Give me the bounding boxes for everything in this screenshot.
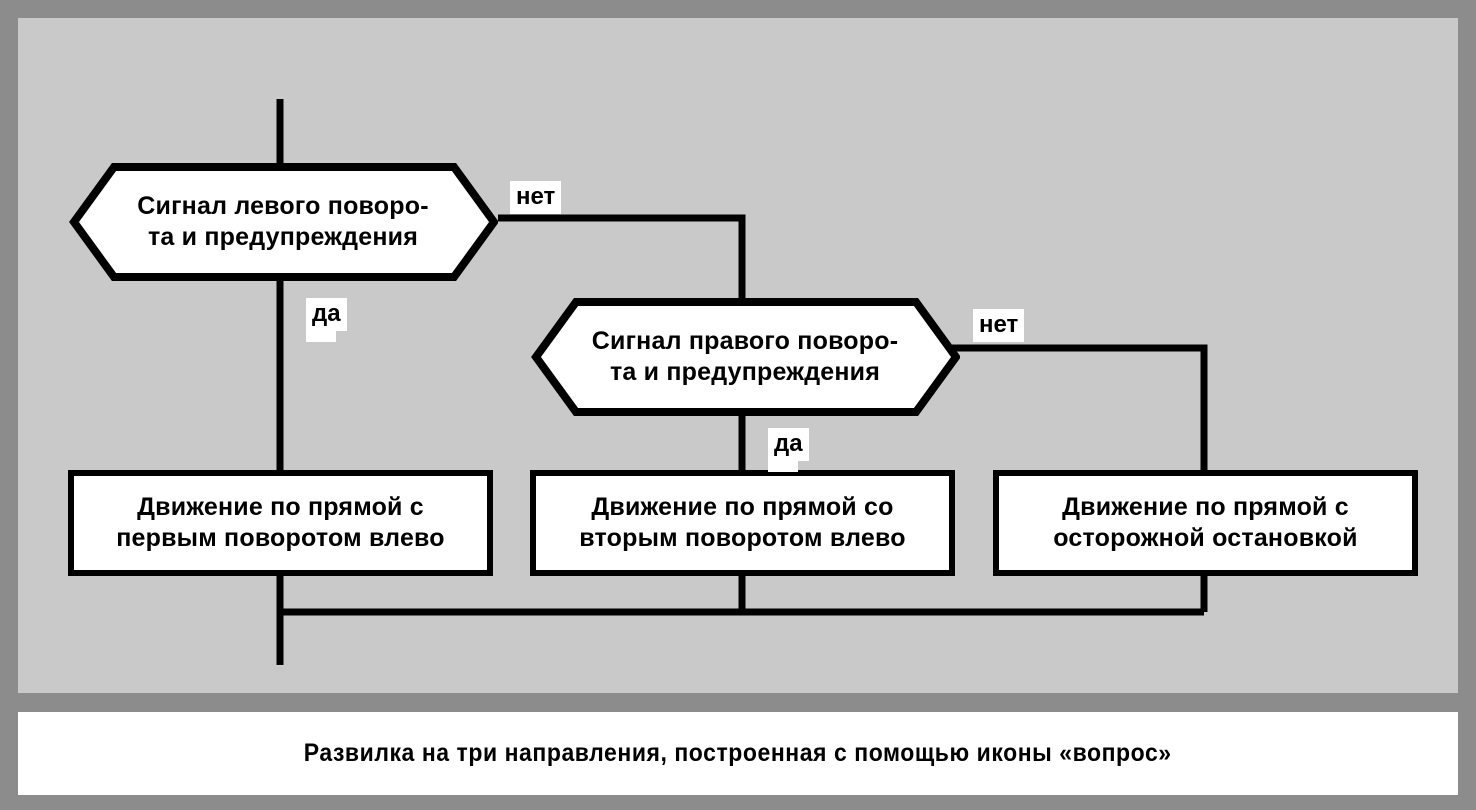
decision-node-right[interactable]: Сигнал правого поворо- та и предупрежден… xyxy=(530,298,960,416)
edge-label-left-yes: да xyxy=(306,298,347,342)
figure-caption: Развилка на три направления, построенная… xyxy=(304,739,1172,767)
action-stop-label: Движение по прямой с осторожной остановк… xyxy=(1053,492,1358,553)
edge-label-left-no: нет xyxy=(510,181,562,214)
action-box-first-left-turn[interactable]: Движение по прямой с первым поворотом вл… xyxy=(68,470,493,576)
decision-right-label: Сигнал правого поворо- та и предупрежден… xyxy=(591,326,899,387)
wire-left-no xyxy=(498,214,746,300)
edge-label-right-no: нет xyxy=(973,309,1025,342)
edge-label-right-yes: да xyxy=(768,428,809,472)
decision-node-left[interactable]: Сигнал левого поворо- та и предупреждени… xyxy=(68,163,498,281)
hexagon-shape xyxy=(531,298,960,416)
decision-left-label: Сигнал левого поворо- та и предупреждени… xyxy=(137,191,429,252)
action-second-label: Движение по прямой со вторым поворотом в… xyxy=(579,492,906,553)
diagram-panel: Сигнал левого поворо- та и предупреждени… xyxy=(18,18,1458,693)
action-first-label: Движение по прямой с первым поворотом вл… xyxy=(116,492,445,553)
wire-right-no xyxy=(952,344,1208,470)
figure-caption-strip: Развилка на три направления, построенная… xyxy=(18,712,1458,795)
hexagon-shape xyxy=(69,163,498,281)
action-box-careful-stop[interactable]: Движение по прямой с осторожной остановк… xyxy=(993,470,1418,576)
action-box-second-left-turn[interactable]: Движение по прямой со вторым поворотом в… xyxy=(530,470,955,576)
